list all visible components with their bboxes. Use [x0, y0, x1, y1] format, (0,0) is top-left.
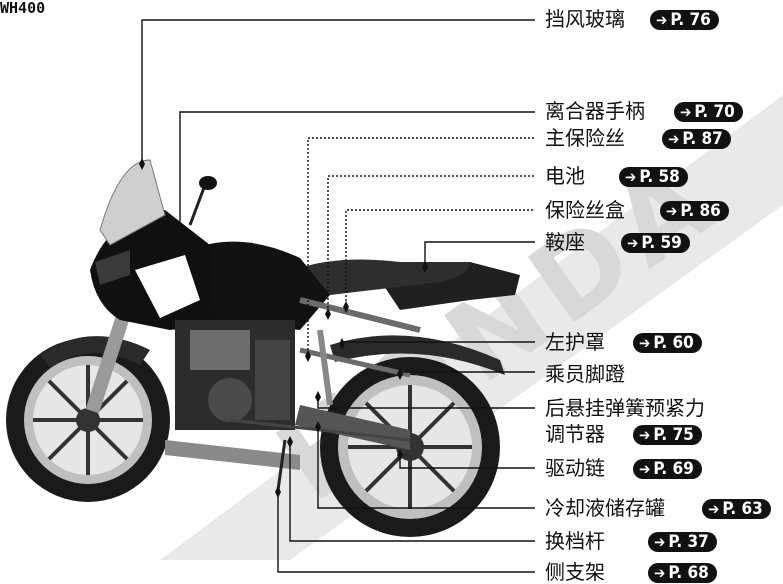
leader-dots — [139, 158, 428, 498]
model-code: WH400 — [0, 0, 46, 17]
page-ref-left-cover[interactable]: ➔P. 60 — [633, 333, 702, 353]
arrow-right-icon: ➔ — [668, 130, 680, 148]
label-clutch-lever: 离合器手柄 — [545, 99, 645, 123]
page-ref-clutch-lever[interactable]: ➔P. 70 — [674, 102, 743, 122]
label-fuse-box: 保险丝盒 — [545, 198, 625, 222]
page-ref-rear-suspension-adjuster[interactable]: ➔P. 75 — [633, 425, 702, 445]
page-ref-seat[interactable]: ➔P. 59 — [621, 233, 690, 253]
label-coolant-reservoir: 冷却液储存罐 — [545, 496, 665, 520]
arrow-right-icon: ➔ — [627, 234, 639, 252]
page-ref-side-stand[interactable]: ➔P. 68 — [648, 563, 717, 583]
label-shift-lever: 换档杆 — [545, 529, 605, 553]
arrow-right-icon: ➔ — [666, 202, 678, 220]
page-ref-windshield[interactable]: ➔P. 76 — [650, 10, 719, 30]
label-drive-chain: 驱动链 — [545, 456, 605, 480]
arrow-right-icon: ➔ — [639, 460, 651, 478]
label-passenger-footpeg: 乘员脚蹬 — [545, 362, 625, 386]
arrow-right-icon: ➔ — [680, 103, 692, 121]
arrow-right-icon: ➔ — [654, 533, 666, 551]
label-adjuster: 调节器 — [545, 422, 605, 446]
page-ref-coolant-reservoir[interactable]: ➔P. 63 — [702, 499, 771, 519]
label-seat: 鞍座 — [545, 230, 585, 254]
arrow-right-icon: ➔ — [654, 564, 666, 582]
label-main-fuse: 主保险丝 — [545, 126, 625, 150]
page-ref-battery[interactable]: ➔P. 58 — [619, 167, 688, 187]
label-rear-suspension-preload: 后悬挂弹簧预紧力 — [545, 396, 705, 420]
arrow-right-icon: ➔ — [639, 426, 651, 444]
arrow-right-icon: ➔ — [625, 168, 637, 186]
label-battery: 电池 — [545, 164, 585, 188]
arrow-right-icon: ➔ — [708, 500, 720, 518]
page-ref-drive-chain[interactable]: ➔P. 69 — [633, 459, 702, 479]
label-left-cover: 左护罩 — [545, 330, 605, 354]
label-side-stand: 侧支架 — [545, 560, 605, 584]
page-ref-main-fuse[interactable]: ➔P. 87 — [662, 129, 731, 149]
motorcycle-illustration — [6, 159, 520, 537]
page-ref-shift-lever[interactable]: ➔P. 37 — [648, 532, 717, 552]
arrow-right-icon: ➔ — [639, 334, 651, 352]
label-windshield: 挡风玻璃 — [545, 7, 625, 31]
page-ref-fuse-box[interactable]: ➔P. 86 — [660, 201, 729, 221]
arrow-right-icon: ➔ — [656, 11, 668, 29]
leader-lines — [141, 19, 535, 573]
